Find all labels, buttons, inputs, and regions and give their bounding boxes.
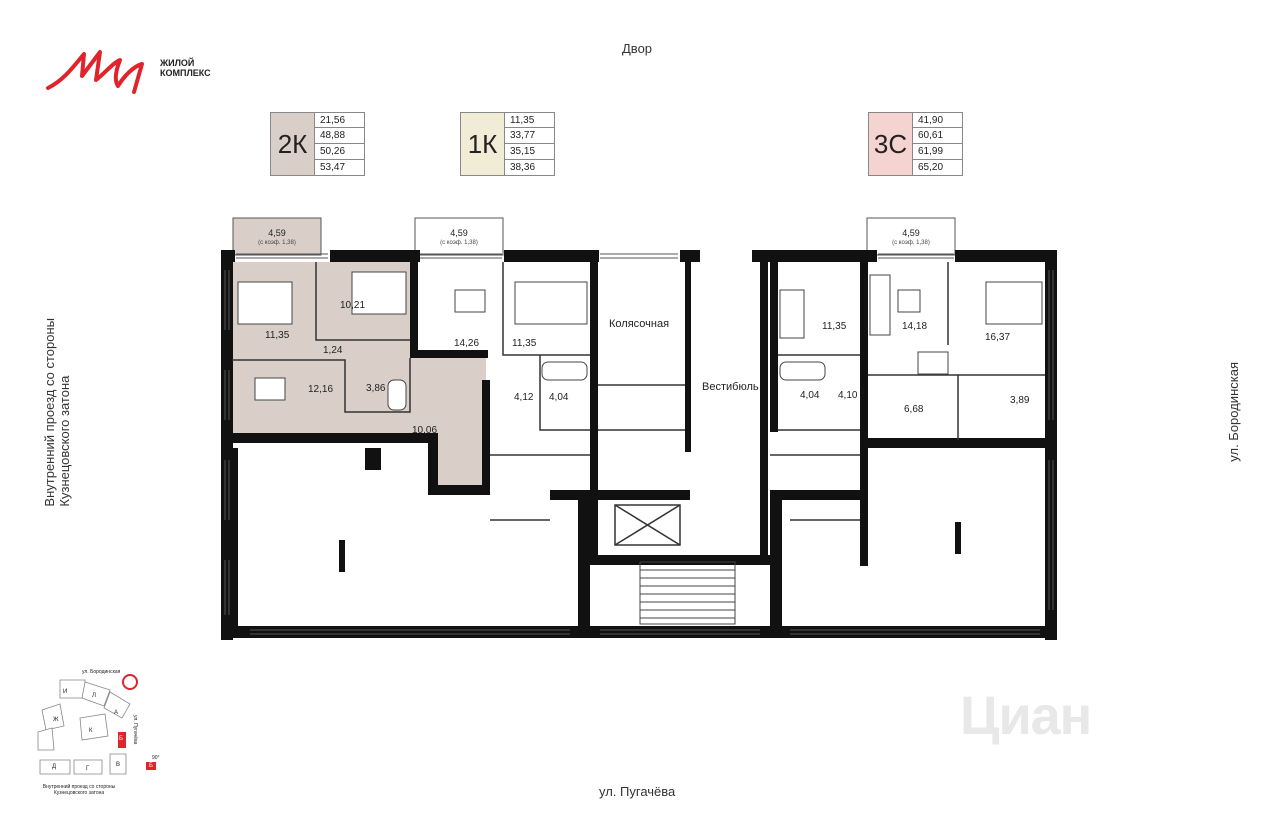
room-stroller: Колясочная bbox=[609, 318, 670, 330]
wall-bottom bbox=[221, 626, 1057, 638]
minimap-section: К bbox=[89, 728, 93, 734]
area-value: 53,47 bbox=[315, 160, 365, 176]
area-value: 35,15 bbox=[505, 144, 555, 160]
label-courtyard: Двор bbox=[622, 41, 653, 56]
room-area: 3,86 bbox=[366, 383, 386, 394]
minimap-caption-line1: Внутренний проезд со стороны bbox=[42, 784, 116, 790]
room-area: 11,35 bbox=[512, 338, 537, 349]
brand-line1: ЖИЛОЙ bbox=[160, 58, 195, 68]
balcony-label: 4,59 (с коэф. 1,38) bbox=[867, 228, 955, 248]
balcony-area: 4,59 bbox=[902, 228, 920, 238]
area-value: 50,26 bbox=[315, 144, 365, 160]
label-street-bottom: ул. Пугачёва bbox=[599, 784, 676, 799]
minimap-section: Л bbox=[92, 693, 96, 699]
site-minimap[interactable] bbox=[30, 670, 170, 785]
badge-areas: 41,90 60,61 61,99 65,20 bbox=[913, 112, 963, 176]
minimap-section: Б bbox=[119, 736, 123, 742]
area-value: 48,88 bbox=[315, 128, 365, 144]
balcony-area: 4,59 bbox=[268, 228, 286, 238]
minimap-street-right: ул. Пугачёва bbox=[132, 715, 138, 745]
area-value: 60,61 bbox=[913, 128, 963, 144]
room-area: 1,24 bbox=[323, 345, 343, 356]
room-lobby: Вестибюль bbox=[702, 381, 759, 393]
minimap-section: Ж bbox=[53, 717, 59, 723]
apartment-badge-3c[interactable]: 3С 41,90 60,61 61,99 65,20 bbox=[868, 112, 963, 176]
room-area: 4,10 bbox=[838, 390, 858, 401]
minimap-section: Г bbox=[86, 766, 90, 772]
minimap-section: А bbox=[114, 710, 119, 716]
watermark: Циан bbox=[960, 686, 1092, 746]
balcony-label: 4,59 (с коэф. 1,38) bbox=[415, 228, 503, 248]
minimap-caption: Внутренний проезд со стороны Кузнецовско… bbox=[34, 784, 124, 796]
area-value: 21,56 bbox=[315, 112, 365, 128]
room-area: 12,16 bbox=[308, 384, 334, 395]
room-area: 16,37 bbox=[985, 332, 1011, 343]
balcony-area: 4,59 bbox=[450, 228, 468, 238]
room-area: 11,35 bbox=[822, 321, 847, 332]
minimap-angle: 90° bbox=[152, 755, 160, 761]
room-area: 4,04 bbox=[549, 392, 569, 403]
badge-areas: 21,56 48,88 50,26 53,47 bbox=[315, 112, 365, 176]
minimap-section: И bbox=[63, 689, 68, 695]
area-value: 11,35 bbox=[505, 112, 555, 128]
badge-code: 1К bbox=[460, 112, 505, 176]
brand-line2: КОМПЛЕКС bbox=[160, 68, 211, 78]
minimap-caption-line2: Кузнецовского затона bbox=[53, 790, 105, 796]
minimap-section: В bbox=[116, 762, 121, 768]
balcony-note: (с коэф. 1,38) bbox=[440, 240, 478, 246]
balcony-1k bbox=[414, 217, 504, 256]
balcony-note: (с коэф. 1,38) bbox=[892, 240, 930, 246]
area-value: 61,99 bbox=[913, 144, 963, 160]
apartment-2k-fill bbox=[232, 262, 486, 488]
room-area: 6,68 bbox=[904, 404, 924, 415]
balcony-note: (с коэф. 1,38) bbox=[258, 240, 296, 246]
area-value: 65,20 bbox=[913, 160, 963, 176]
room-area: 4,04 bbox=[800, 390, 820, 401]
brand-text: ЖИЛОЙ КОМПЛЕКС bbox=[160, 58, 211, 78]
wall-right bbox=[1045, 250, 1057, 640]
badge-code: 3С bbox=[868, 112, 913, 176]
minimap-section: Д bbox=[52, 764, 57, 770]
area-value: 33,77 bbox=[505, 128, 555, 144]
apartment-badge-1k[interactable]: 1К 11,35 33,77 35,15 38,36 bbox=[460, 112, 555, 176]
area-value: 41,90 bbox=[913, 112, 963, 128]
room-area: 10,21 bbox=[340, 300, 366, 311]
apartment-badge-2k[interactable]: 2К 21,56 48,88 50,26 53,47 bbox=[270, 112, 365, 176]
brand-logo bbox=[46, 50, 144, 94]
balcony-label: 4,59 (с коэф. 1,38) bbox=[233, 228, 321, 248]
room-area: 14,26 bbox=[454, 338, 480, 349]
room-area: 4,12 bbox=[514, 392, 534, 403]
balcony-3c bbox=[866, 217, 956, 256]
badge-code: 2К bbox=[270, 112, 315, 176]
minimap-section: Б bbox=[149, 763, 153, 769]
minimap-street-top: ул. Бородинская bbox=[82, 669, 121, 675]
room-area: 11,35 bbox=[265, 330, 290, 341]
area-value: 38,36 bbox=[505, 160, 555, 176]
room-area: 10,06 bbox=[412, 425, 438, 436]
room-area: 14,18 bbox=[902, 321, 928, 332]
room-area: 3,89 bbox=[1010, 395, 1030, 406]
balcony-2k bbox=[232, 217, 322, 256]
badge-areas: 11,35 33,77 35,15 38,36 bbox=[505, 112, 555, 176]
